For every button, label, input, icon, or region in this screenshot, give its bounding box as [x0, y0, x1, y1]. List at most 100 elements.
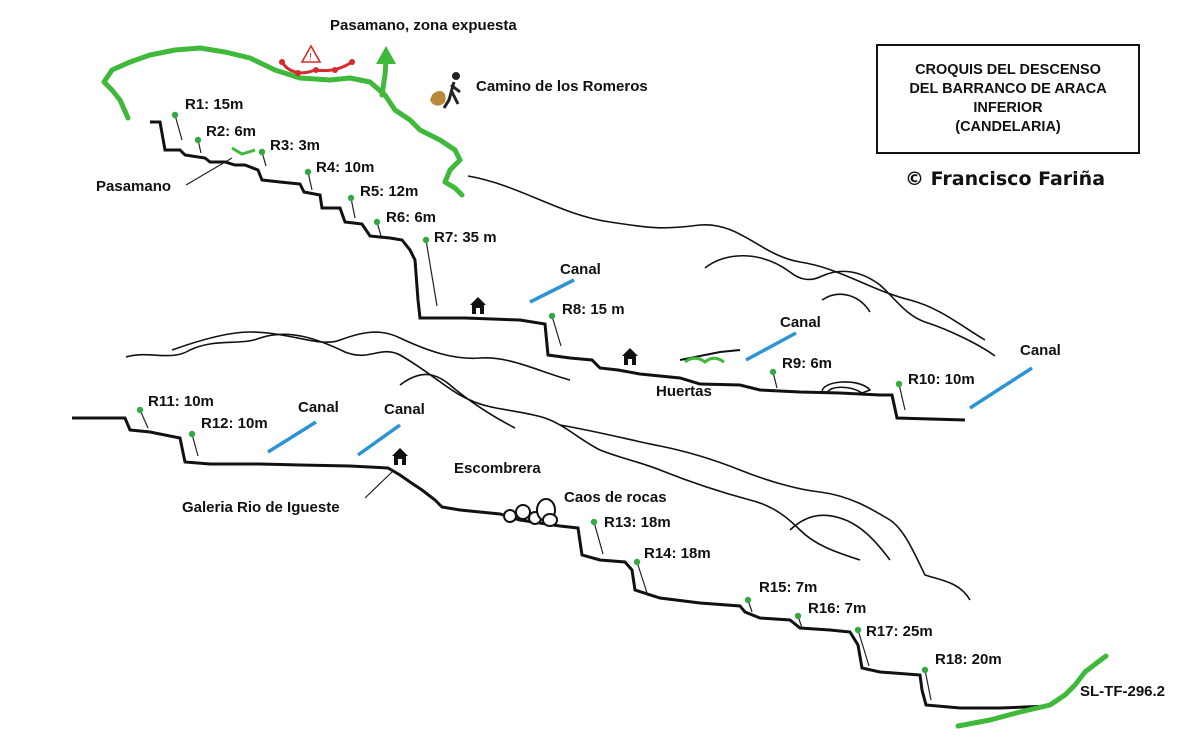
- canal-label-5: Canal: [384, 401, 425, 418]
- boulders: [503, 498, 558, 527]
- trail-green-exit: [379, 57, 389, 98]
- escombrera-label: Escombrera: [454, 460, 541, 477]
- copyright-label: © Francisco Fariña: [905, 168, 1106, 190]
- handrail-anchors: [279, 59, 355, 76]
- pasamano-label: Pasamano: [96, 178, 171, 195]
- rappel-anchor-r18: [921, 666, 929, 674]
- galeria-leader: [364, 471, 393, 499]
- ridge-middle-3: [559, 424, 971, 601]
- house-icon-3: [392, 448, 408, 465]
- rappel-rope-r10: [898, 383, 906, 411]
- trail-arrow-icon: [376, 46, 396, 64]
- caos-label: Caos de rocas: [564, 489, 667, 506]
- rappel-anchor-r7: [422, 236, 430, 244]
- rock-outline: [821, 381, 871, 394]
- rappel-anchor-r16: [794, 612, 802, 620]
- title-box: CROQUIS DEL DESCENSO DEL BARRANCO DE ARA…: [876, 44, 1140, 154]
- rappel-label-r13: R13: 18m: [604, 514, 671, 531]
- canal-line-3: [969, 366, 1033, 410]
- trail-code-label: SL-TF-296.2: [1080, 683, 1165, 700]
- ridge-middle-2: [171, 331, 571, 381]
- rappel-rope-r8: [551, 315, 562, 347]
- rappel-label-r15: R15: 7m: [759, 579, 817, 596]
- rappel-label-r17: R17: 25m: [866, 623, 933, 640]
- rappel-markers: [136, 111, 932, 701]
- rappel-anchor-r8: [548, 312, 556, 320]
- svg-text:!: !: [309, 52, 312, 63]
- trail-sl-tf: [955, 653, 1109, 729]
- canal-label-1: Canal: [560, 261, 601, 278]
- ridge-upper-3: [821, 293, 871, 313]
- house-icon-1: [470, 297, 486, 314]
- warning-label: Pasamano, zona expuesta: [330, 17, 517, 34]
- sketch-title: CROQUIS DEL DESCENSO DEL BARRANCO DE ARA…: [909, 62, 1107, 135]
- rappel-label-r2: R2: 6m: [206, 123, 256, 140]
- canyon-bed-upper: [150, 120, 966, 422]
- rappel-anchor-r9: [769, 368, 777, 376]
- canal-line-4: [267, 420, 317, 454]
- canal-label-2: Canal: [780, 314, 821, 331]
- rappel-label-r16: R16: 7m: [808, 600, 866, 617]
- rappel-anchor-r11: [136, 406, 144, 414]
- rappel-rope-r5: [350, 197, 356, 219]
- rappel-label-r1: R1: 15m: [185, 96, 243, 113]
- ridge-lower-1: [399, 373, 516, 429]
- rappel-anchor-r13: [590, 518, 598, 526]
- hiker-icon: [430, 72, 461, 109]
- terrain-lines: [125, 175, 996, 601]
- rappel-anchor-r1: [171, 111, 179, 119]
- house-icon-2: [622, 348, 638, 365]
- rappel-label-r18: R18: 20m: [935, 651, 1002, 668]
- rappel-anchor-r6: [373, 218, 381, 226]
- rappel-anchor-r5: [347, 194, 355, 202]
- canyon-bed: [72, 120, 1051, 710]
- rappel-rope-r12: [191, 433, 199, 457]
- rappel-anchor-r10: [895, 380, 903, 388]
- canal-lines: [267, 278, 1033, 457]
- pasamano-rope: [231, 146, 256, 156]
- canal-line-2: [745, 331, 797, 362]
- rappel-rope-r1: [174, 114, 183, 141]
- rappel-label-r3: R3: 3m: [270, 137, 320, 154]
- rappel-rope-r17: [857, 629, 870, 667]
- camino-label: Camino de los Romeros: [476, 78, 648, 95]
- ridge-middle-1: [125, 333, 861, 561]
- rappel-label-r12: R12: 10m: [201, 415, 268, 432]
- rappel-anchor-r14: [633, 558, 641, 566]
- warning-icon: !: [300, 44, 322, 63]
- rappel-anchor-r3: [258, 148, 266, 156]
- huertas-label: Huertas: [656, 383, 712, 400]
- pasamano-leader: [185, 157, 233, 186]
- rappel-rope-r14: [636, 561, 649, 597]
- rappel-label-r4: R4: 10m: [316, 159, 374, 176]
- rappel-label-r8: R8: 15 m: [562, 301, 625, 318]
- rappel-label-r6: R6: 6m: [386, 209, 436, 226]
- canal-line-1: [529, 278, 575, 304]
- canal-label-3: Canal: [1020, 342, 1061, 359]
- rappel-label-r14: R14: 18m: [644, 545, 711, 562]
- rappel-anchor-r4: [304, 168, 312, 176]
- canal-line-5: [356, 423, 402, 457]
- galeria-label: Galeria Rio de Igueste: [182, 499, 340, 516]
- rappel-label-r10: R10: 10m: [908, 371, 975, 388]
- huertas-crops: [679, 349, 741, 364]
- rappel-rope-r18: [924, 669, 932, 701]
- ridge-upper-1: [467, 175, 986, 341]
- rappel-rope-r13: [593, 521, 604, 555]
- rappel-rope-r7: [425, 239, 438, 307]
- trail-camino-romeros: [101, 45, 465, 198]
- rappel-rope-r11: [139, 409, 149, 429]
- canal-label-4: Canal: [298, 399, 339, 416]
- rappel-anchor-r15: [744, 596, 752, 604]
- rappel-label-r5: R5: 12m: [360, 183, 418, 200]
- rappel-label-r11: R11: 10m: [148, 393, 214, 410]
- rappel-anchor-r2: [194, 136, 202, 144]
- rappel-label-r7: R7: 35 m: [434, 229, 497, 246]
- ridge-upper-2: [704, 254, 996, 357]
- canyon-bed-lower: [72, 416, 1051, 710]
- rappel-anchor-r12: [188, 430, 196, 438]
- rappel-anchor-r17: [854, 626, 862, 634]
